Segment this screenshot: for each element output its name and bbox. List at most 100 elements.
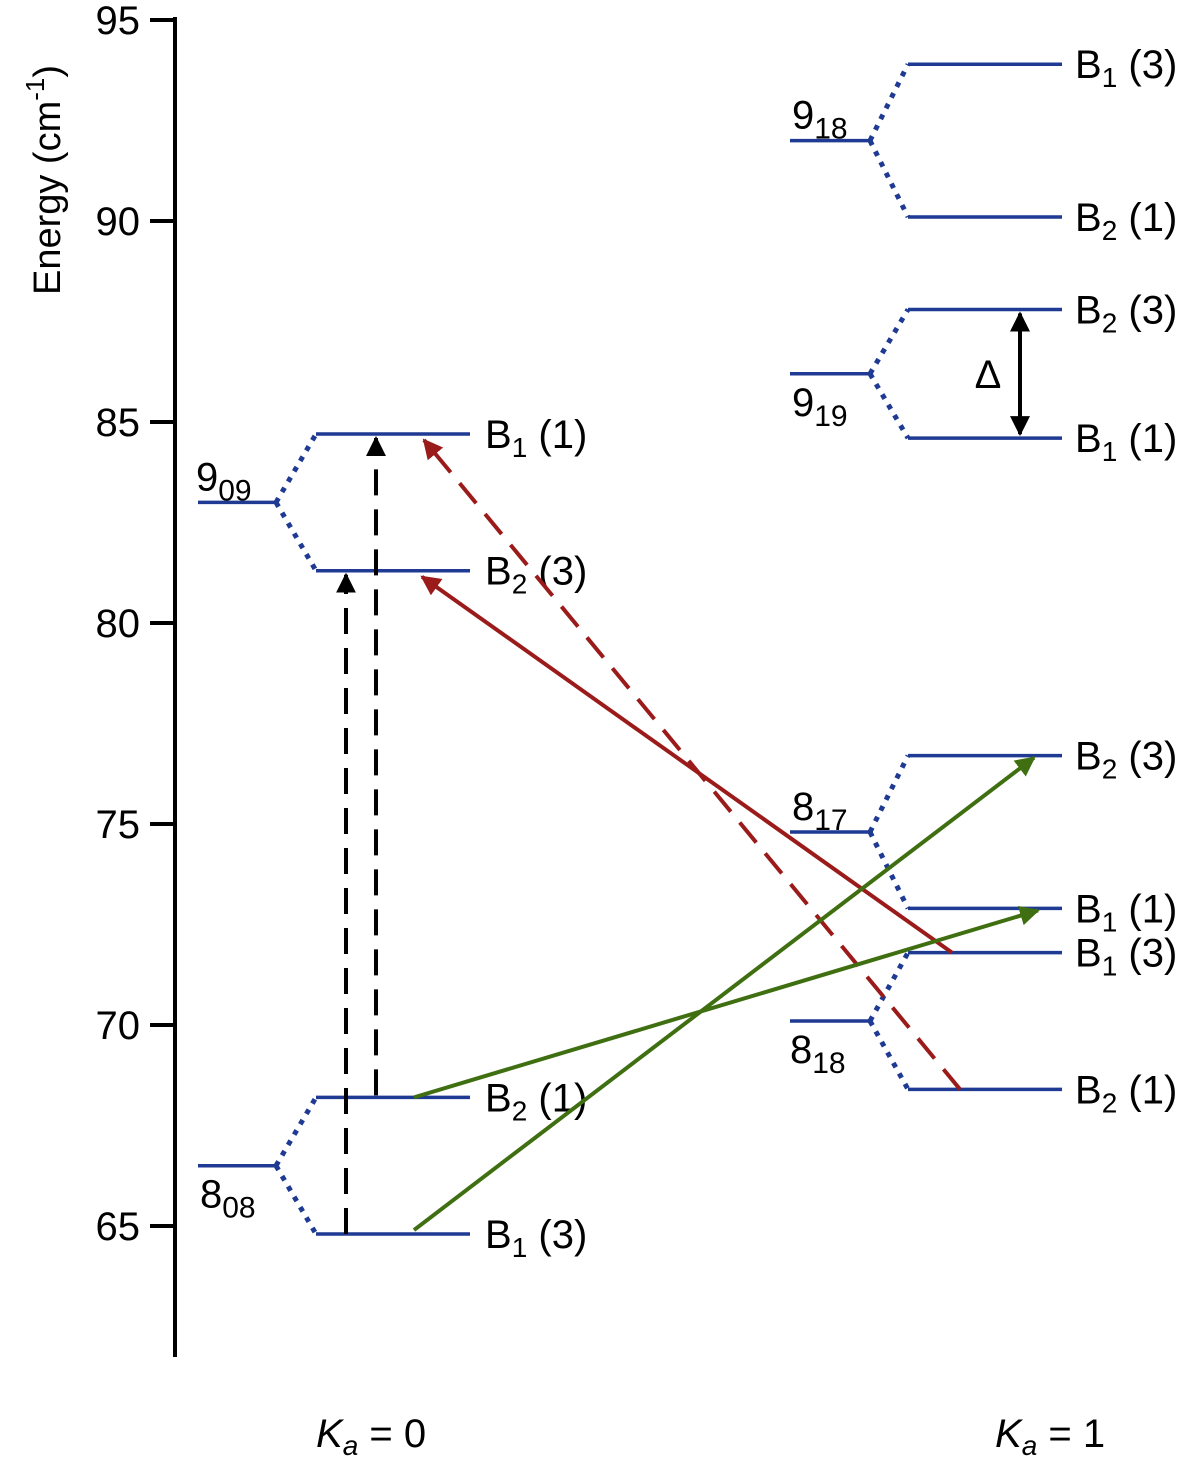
axis-title-close: ): [27, 65, 69, 78]
multiplicity: (3): [1117, 43, 1177, 87]
level-quantum-label: 817: [792, 785, 848, 837]
ka-1-rest: = 1: [1037, 1412, 1105, 1456]
level-9-18: B1 (3)B2 (1)918: [790, 43, 1177, 246]
transition-8-08-b1-to-8-17-b2: [412, 756, 1036, 1232]
multiplicity: (1): [1117, 887, 1177, 931]
symmetry-subscript: 1: [1102, 62, 1118, 93]
tick-label: 75: [96, 803, 141, 847]
sublevel-symmetry-label: B2 (1): [1075, 1068, 1177, 1118]
level-ka-kc: 18: [814, 113, 847, 146]
level-9-19: B2 (3)B1 (1)919: [790, 288, 1177, 467]
symmetry-subscript: 1: [512, 1232, 528, 1263]
axis-title-exponent: -1: [20, 78, 50, 101]
symmetry-letter: B: [1075, 735, 1102, 779]
splitting-connector: [867, 139, 911, 219]
level-quantum-label: 808: [200, 1173, 256, 1225]
sublevel-symmetry-label: B1 (3): [485, 1213, 587, 1263]
symmetry-letter: B: [485, 413, 512, 457]
multiplicity: (1): [1117, 417, 1177, 461]
level-quantum-label: 818: [790, 1028, 846, 1080]
level-8-17: B2 (3)B1 (1)817: [790, 735, 1177, 937]
splitting-connector: [867, 951, 911, 1023]
multiplicity: (1): [1117, 1068, 1177, 1112]
splitting-connector: [273, 1096, 319, 1167]
tick-label: 65: [96, 1205, 141, 1249]
level-ka-kc: 09: [218, 474, 251, 507]
symmetry-subscript: 2: [512, 569, 528, 600]
symmetry-letter: B: [485, 1076, 512, 1120]
multiplicity: (3): [1117, 932, 1177, 976]
multiplicity: (1): [527, 413, 587, 457]
level-ka-kc: 19: [814, 400, 847, 433]
axis-title-text: Energy (cm: [27, 101, 69, 295]
transition-8-18-b2-to-9-09-b1: [422, 438, 962, 1091]
symmetry-subscript: 1: [1102, 951, 1118, 982]
sublevel-symmetry-label: B2 (3): [485, 550, 587, 600]
splitting-connector: [867, 63, 911, 142]
multiplicity: (3): [1117, 735, 1177, 779]
multiplicity: (1): [1117, 196, 1177, 240]
sublevel-symmetry-label: B1 (1): [1075, 887, 1177, 937]
ka-0-sub: a: [343, 1430, 359, 1460]
level-j: 9: [792, 94, 814, 138]
symmetry-letter: B: [485, 550, 512, 594]
multiplicity: (1): [527, 1076, 587, 1120]
ka-0-k: K: [316, 1412, 345, 1456]
ka-1-sub: a: [1022, 1430, 1038, 1460]
splitting-connector: [273, 501, 319, 573]
tick-label: 90: [96, 200, 141, 244]
symmetry-letter: B: [1075, 932, 1102, 976]
level-quantum-label: 909: [196, 455, 252, 507]
symmetry-subscript: 2: [1102, 307, 1118, 338]
level-j: 8: [200, 1173, 222, 1217]
level-j: 8: [790, 1028, 812, 1072]
symmetry-subscript: 1: [512, 432, 528, 463]
sublevel-symmetry-label: B2 (3): [1075, 735, 1177, 785]
symmetry-subscript: 2: [1102, 215, 1118, 246]
sublevel-symmetry-label: B1 (3): [1075, 43, 1177, 93]
multiplicity: (3): [527, 1213, 587, 1257]
symmetry-letter: B: [1075, 196, 1102, 240]
level-ka-kc: 17: [814, 804, 847, 837]
transitions: Δ: [336, 311, 1040, 1235]
level-j: 9: [196, 455, 218, 499]
sublevel-symmetry-label: B1 (1): [1075, 417, 1177, 467]
level-quantum-label: 919: [792, 381, 848, 433]
symmetry-letter: B: [1075, 43, 1102, 87]
symmetry-subscript: 2: [1102, 1087, 1118, 1118]
sublevel-symmetry-label: B2 (3): [1075, 288, 1177, 338]
splitting-connector: [867, 308, 911, 376]
sublevel-symmetry-label: B2 (1): [485, 1076, 587, 1126]
transition-8-18-b1-to-9-09-b2: [420, 575, 954, 955]
ka-0-label: Ka = 0: [316, 1412, 426, 1460]
delta-label: Δ: [975, 353, 1002, 397]
sublevel-symmetry-label: B1 (3): [1075, 932, 1177, 982]
splitting-connector: [867, 754, 911, 834]
level-8-18: B1 (3)B2 (1)818: [790, 932, 1177, 1118]
symmetry-letter: B: [1075, 887, 1102, 931]
symmetry-subscript: 2: [1102, 754, 1118, 785]
multiplicity: (3): [1117, 288, 1177, 332]
splitting-connector: [273, 1164, 319, 1236]
symmetry-letter: B: [485, 1213, 512, 1257]
multiplicity: (3): [527, 550, 587, 594]
splitting-connector: [867, 830, 911, 910]
symmetry-letter: B: [1075, 288, 1102, 332]
sublevel-symmetry-label: B2 (1): [1075, 196, 1177, 246]
splitting-connector: [867, 1019, 911, 1091]
level-ka-kc: 18: [812, 1047, 845, 1080]
axis-title: Energy (cm-1): [20, 65, 69, 295]
ka-1-k: K: [995, 1412, 1024, 1456]
symmetry-subscript: 2: [512, 1095, 528, 1126]
symmetry-subscript: 1: [1102, 436, 1118, 467]
level-9-09: B1 (1)B2 (3)909: [196, 413, 587, 600]
ka-0-rest: = 0: [358, 1412, 426, 1456]
transition-8-08-b2-to-8-17-b1: [413, 906, 1040, 1100]
symmetry-subscript: 1: [1102, 906, 1118, 937]
tick-label: 70: [96, 1004, 141, 1048]
splitting-connector: [867, 372, 911, 440]
